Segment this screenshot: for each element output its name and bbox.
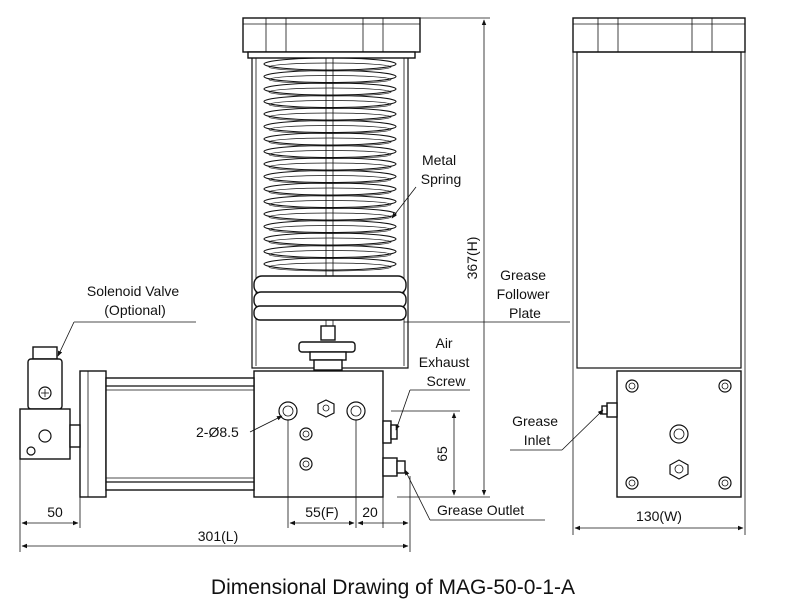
grease-inlet-fitting [601,402,618,418]
solenoid-valve [19,346,81,460]
mount-height-dimension: 65 [434,446,450,462]
left-offset-dimension: 50 [47,504,63,520]
grease-outlet-fitting [382,457,406,477]
spring-coil [263,57,397,71]
spring-coil [263,69,397,84]
solenoid-valve-label: Solenoid Valve (Optional) [87,283,183,318]
dimension-values: 367(H) 65 130(W) 50 55(F) 20 301(L) [47,237,682,544]
height-dimension: 367(H) [464,237,480,280]
spring-coil [263,144,397,159]
leader-lines [57,186,604,521]
spring-coil [263,244,397,259]
spring-coil [263,232,397,246]
spring-coil [263,182,397,196]
width-dimension: 130(W) [636,508,682,524]
spring-coil [263,207,397,221]
side-reservoir [576,51,742,369]
spring-coil [263,132,397,146]
spring-coil [263,82,397,96]
pump-block [253,370,384,498]
spring-coil [263,157,397,171]
spring-coil-inner [268,262,392,272]
metal-spring [263,57,397,272]
spring-coil [263,257,397,271]
grease-follower-plate [253,275,407,321]
annotation-labels: Metal Spring Grease Follower Plate Air E… [87,152,562,518]
grease-inlet-label: Grease Inlet [512,413,562,448]
air-exhaust-screw-label: Air Exhaust Screw [419,335,473,389]
mounting-holes-label: 2-Ø8.5 [196,424,239,440]
outlet-fitting [298,325,356,371]
spring-coil [263,119,397,134]
edge-gap-dimension: 20 [362,504,378,520]
hole-spacing-dimension: 55(F) [305,504,338,520]
side-view [572,17,746,498]
length-dimension: 301(L) [198,528,238,544]
front-view [19,17,421,498]
spring-coil [263,94,397,109]
air-exhaust-screw [382,420,398,444]
drawing-caption: Dimensional Drawing of MAG-50-0-1-A [211,576,575,599]
grease-outlet-label: Grease Outlet [437,502,524,518]
side-lid [572,17,746,53]
grease-follower-plate-label: Grease Follower Plate [497,267,554,321]
spring-coil [263,169,397,184]
air-cylinder [79,370,255,498]
metal-spring-label: Metal Spring [421,152,461,187]
spring-coil [263,194,397,209]
reservoir-lid [242,17,421,59]
dimension-lines [19,17,746,552]
side-pump-block [616,370,742,498]
spring-coil [263,219,397,234]
spring-coil [263,107,397,121]
